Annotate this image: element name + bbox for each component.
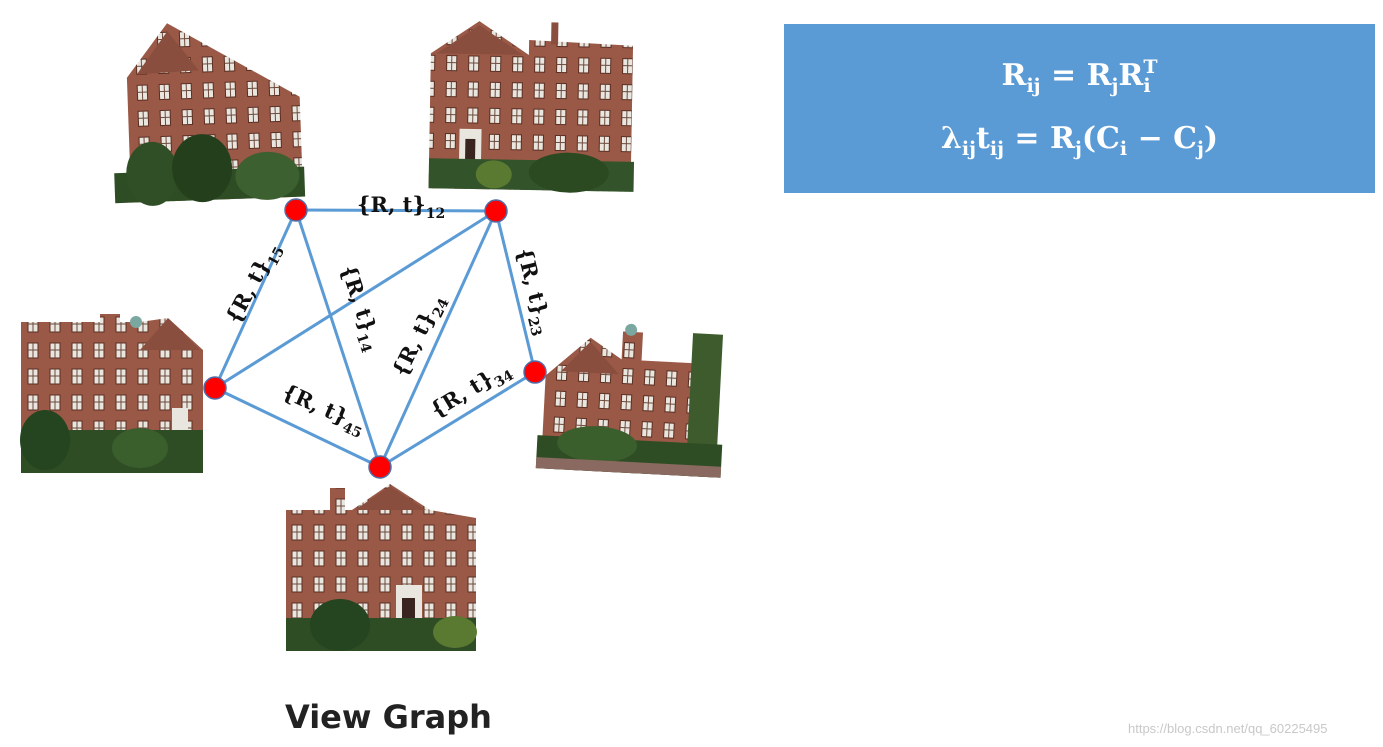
edge-3-4 <box>379 370 536 469</box>
photo-view-4 <box>286 483 477 651</box>
view-graph-diagram: {R, t}12 {R, t}15 {R, t}14 {R, t}24 {R, … <box>20 14 730 651</box>
photo-view-3 <box>535 303 730 478</box>
edge-label-45: {R, t}45 <box>277 379 370 442</box>
edge-label-24: {R, t}24 <box>387 290 453 383</box>
photo-view-1 <box>108 14 306 206</box>
edge-label-15: {R, t}15 <box>220 238 288 330</box>
node-2 <box>484 199 508 223</box>
formula-translation: λijtij = Rj(Ci − Cj) <box>940 121 1219 160</box>
node-1 <box>284 198 308 222</box>
node-4 <box>368 455 392 479</box>
diagram-title: View Graph <box>285 698 492 736</box>
node-3 <box>523 360 547 384</box>
photo-view-5 <box>20 314 203 473</box>
photo-view-2 <box>426 16 635 193</box>
edge-2-5 <box>214 209 497 390</box>
node-5 <box>203 376 227 400</box>
graph-edges <box>213 208 537 469</box>
graph-nodes <box>203 198 547 479</box>
edge-4-5 <box>214 386 381 469</box>
edge-1-2 <box>295 208 497 213</box>
edge-2-4 <box>378 210 498 468</box>
edge-2-3 <box>494 210 537 373</box>
watermark: https://blog.csdn.net/qq_60225495 <box>1128 721 1328 736</box>
edge-1-5 <box>213 209 298 389</box>
edge-label-12: {R, t}12 <box>357 192 445 222</box>
edge-1-4 <box>294 209 382 468</box>
